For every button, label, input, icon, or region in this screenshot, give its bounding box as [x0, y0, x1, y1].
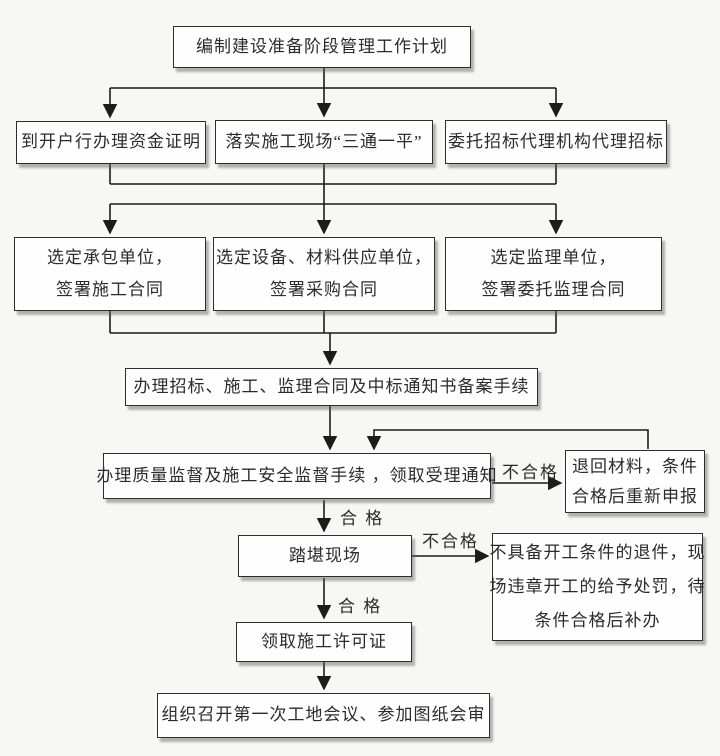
node-supplier: 选定设备、材料供应单位， 签署采购合同: [213, 237, 435, 311]
node-reject-line2: 场违章开工的给予处罚，待: [489, 577, 706, 596]
node-contractor-line1: 选定承包单位，: [47, 247, 173, 267]
node-contractor: 选定承包单位， 签署施工合同: [14, 237, 206, 311]
edge-label-fail-1: 不合格: [502, 463, 559, 482]
node-fund: 到开户行办理资金证明: [16, 121, 206, 164]
node-contractor-line2: 签署施工合同: [56, 280, 164, 299]
node-supervisor-line1: 选定监理单位，: [490, 247, 617, 267]
node-site-prep: 落实施工现场“三通一平”: [215, 120, 433, 164]
node-site-visit-label: 踏堪现场: [289, 545, 361, 565]
node-permit-label: 领取施工许可证: [261, 631, 387, 651]
node-agency: 委托招标代理机构代理招标: [445, 120, 667, 164]
node-filing-label: 办理招标、施工、监理合同及中标通知书备案手续: [133, 376, 530, 396]
node-supplier-line2: 签署采购合同: [270, 280, 378, 299]
node-reject: 不具备开工条件的退件，现 场违章开工的给予处罚，待 条件合格后补办: [489, 533, 706, 641]
node-reject-line3: 条件合格后补办: [534, 611, 661, 630]
node-return-materials-line2: 合格后重新申报: [572, 486, 698, 506]
node-site-visit: 踏堪现场: [238, 535, 412, 577]
node-supplier-line1: 选定设备、材料供应单位，: [216, 247, 432, 267]
node-site-prep-label: 落实施工现场“三通一平”: [225, 131, 423, 151]
node-meeting-label: 组织召开第一次工地会议、参加图纸会审: [161, 705, 486, 725]
node-meeting: 组织召开第一次工地会议、参加图纸会审: [157, 693, 490, 738]
edge-label-pass-1: 合 格: [340, 509, 385, 528]
node-plan-label: 编制建设准备阶段管理工作计划: [196, 36, 448, 56]
node-return-materials-line1: 退回材料，条件: [572, 456, 698, 476]
node-fund-label: 到开户行办理资金证明: [21, 132, 201, 152]
edge-label-fail-2: 不合格: [422, 532, 479, 551]
node-supervisor-line2: 签署委托监理合同: [481, 280, 626, 299]
node-supervisor: 选定监理单位， 签署委托监理合同: [445, 237, 662, 311]
node-plan: 编制建设准备阶段管理工作计划: [173, 26, 471, 68]
node-return-materials: 退回材料，条件 合格后重新申报: [565, 450, 705, 513]
node-quality: 办理质量监督及施工安全监督手续 ，领取受理通知: [96, 453, 497, 499]
node-quality-label: 办理质量监督及施工安全监督手续 ，领取受理通知: [96, 465, 498, 485]
edge-label-pass-2: 合 格: [338, 597, 383, 616]
node-agency-label: 委托招标代理机构代理招标: [448, 131, 664, 151]
node-filing: 办理招标、施工、监理合同及中标通知书备案手续: [125, 368, 538, 406]
node-permit: 领取施工许可证: [236, 622, 412, 662]
node-reject-line1: 不具备开工条件的退件，现: [489, 543, 706, 562]
arrow-loop-reapply: [366, 429, 649, 451]
